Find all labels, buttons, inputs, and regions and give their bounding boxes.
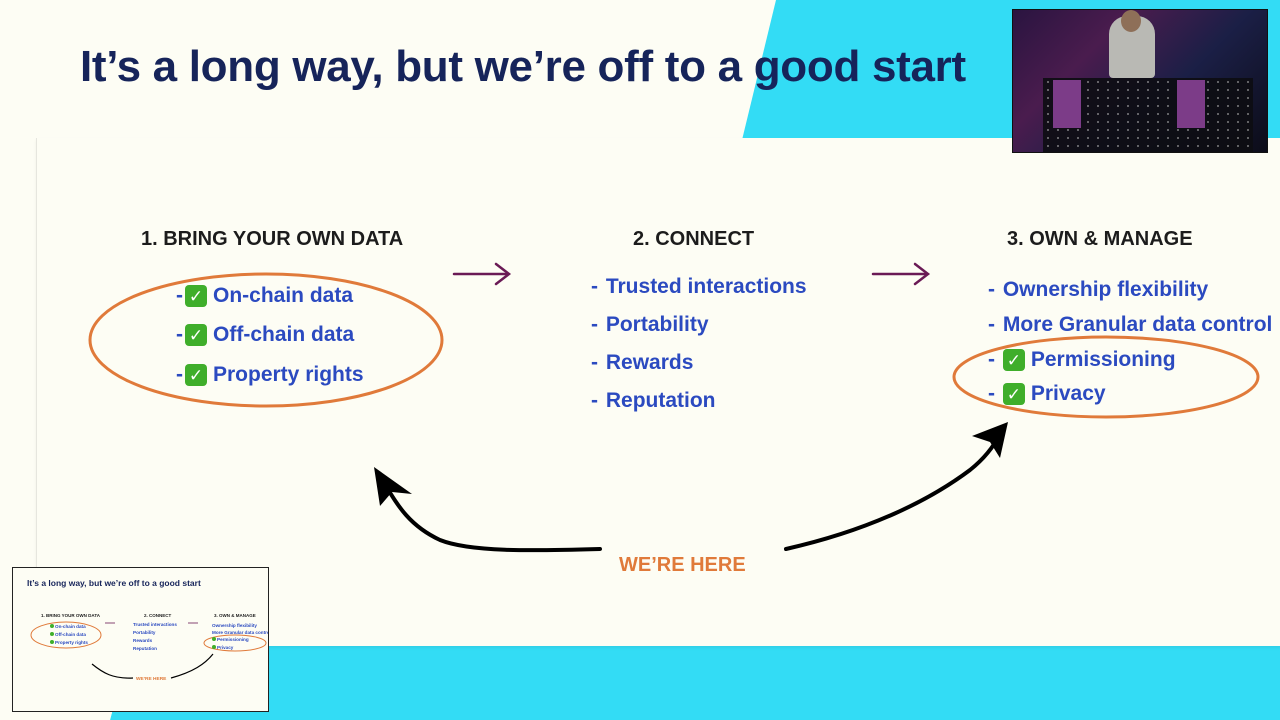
thumbnail-item: More Granular data control [212, 630, 269, 635]
thumbnail-item: Privacy [217, 645, 234, 650]
thumbnail-item: Rewards [133, 638, 153, 643]
item-label: Reputation [605, 389, 716, 412]
list-item-reputation: - Reputation [591, 389, 716, 413]
column-heading-own-manage: 3. OWN & MANAGE [1007, 228, 1193, 250]
item-dash: - [988, 278, 995, 301]
thumbnail-item: Portability [133, 630, 156, 635]
item-label: On-chain data [213, 284, 354, 307]
item-dash: - [176, 363, 183, 386]
item-dash: - [988, 348, 995, 371]
thumbnail-heading: 1. BRING YOUR OWN DATA [41, 613, 101, 618]
stage-banner-left [1053, 80, 1081, 128]
thumbnail-item: Permissioning [217, 637, 249, 642]
list-item-ownership-flexibility: - Ownership flexibility [988, 278, 1208, 302]
column-heading-bring-data: 1. BRING YOUR OWN DATA [141, 228, 404, 250]
check-mark-icon: ✓ [185, 364, 207, 386]
item-label: Rewards [605, 351, 694, 374]
thumbnail-item: Ownership flexibility [212, 623, 257, 628]
item-dash: - [591, 275, 598, 298]
thumbnail-annotations [30, 621, 267, 679]
thumbnail-item: Reputation [133, 646, 157, 651]
thumbnail-item: Trusted interactions [133, 622, 177, 627]
thumbnail-here-label: WE’RE HERE [136, 677, 167, 682]
item-dash: - [988, 313, 995, 336]
sponsor-wall [1043, 78, 1253, 152]
stage-banner-right [1177, 80, 1205, 128]
thumbnail-item: Off-chain data [55, 632, 86, 637]
slide-title: It’s a long way, but we’re off to a good… [80, 42, 966, 91]
item-dash: - [988, 382, 995, 405]
item-dash: - [591, 389, 598, 412]
item-label: Privacy [1030, 382, 1106, 405]
thumbnail-item: Property rights [55, 640, 88, 645]
slide-thumbnail[interactable]: It’s a long way, but we’re off to a good… [12, 567, 269, 712]
check-mark-icon: ✓ [185, 324, 207, 346]
list-item-trusted-interactions: - Trusted interactions [591, 275, 807, 299]
speaker-video-inset [1012, 9, 1268, 153]
thumbnail-heading: 3. OWN & MANAGE [214, 613, 256, 618]
list-item-permissioning: - ✓ Permissioning [988, 348, 1176, 372]
thumbnail-title: It’s a long way, but we’re off to a good… [27, 578, 201, 588]
thumbnail-item: On-chain data [55, 624, 86, 629]
item-label: Property rights [213, 363, 364, 386]
list-item-granular-data-control: - More Granular data control [988, 313, 1272, 337]
item-label: Ownership flexibility [1002, 278, 1209, 301]
list-item-property-rights: - ✓ Property rights [176, 363, 364, 387]
item-dash: - [176, 284, 183, 307]
check-mark-icon: ✓ [1002, 349, 1025, 371]
we-are-here-label: WE’RE HERE [619, 554, 746, 576]
speaker-head [1121, 10, 1141, 32]
item-dash: - [591, 313, 598, 336]
item-dash: - [176, 323, 183, 346]
item-label: Portability [605, 313, 709, 336]
list-item-privacy: - ✓ Privacy [988, 382, 1106, 406]
check-mark-icon: ✓ [185, 285, 207, 307]
list-item-portability: - Portability [591, 313, 709, 337]
thumbnail-heading: 2. CONNECT [144, 613, 172, 618]
item-label: Off-chain data [213, 323, 355, 346]
item-label: Permissioning [1030, 348, 1176, 371]
item-label: More Granular data control [1002, 313, 1273, 336]
list-item-off-chain-data: - ✓ Off-chain data [176, 323, 354, 347]
item-dash: - [591, 351, 598, 374]
item-label: Trusted interactions [605, 275, 807, 298]
list-item-on-chain-data: - ✓ On-chain data [176, 284, 353, 308]
check-mark-icon: ✓ [1002, 383, 1025, 405]
list-item-rewards: - Rewards [591, 351, 693, 375]
column-heading-connect: 2. CONNECT [633, 228, 755, 250]
